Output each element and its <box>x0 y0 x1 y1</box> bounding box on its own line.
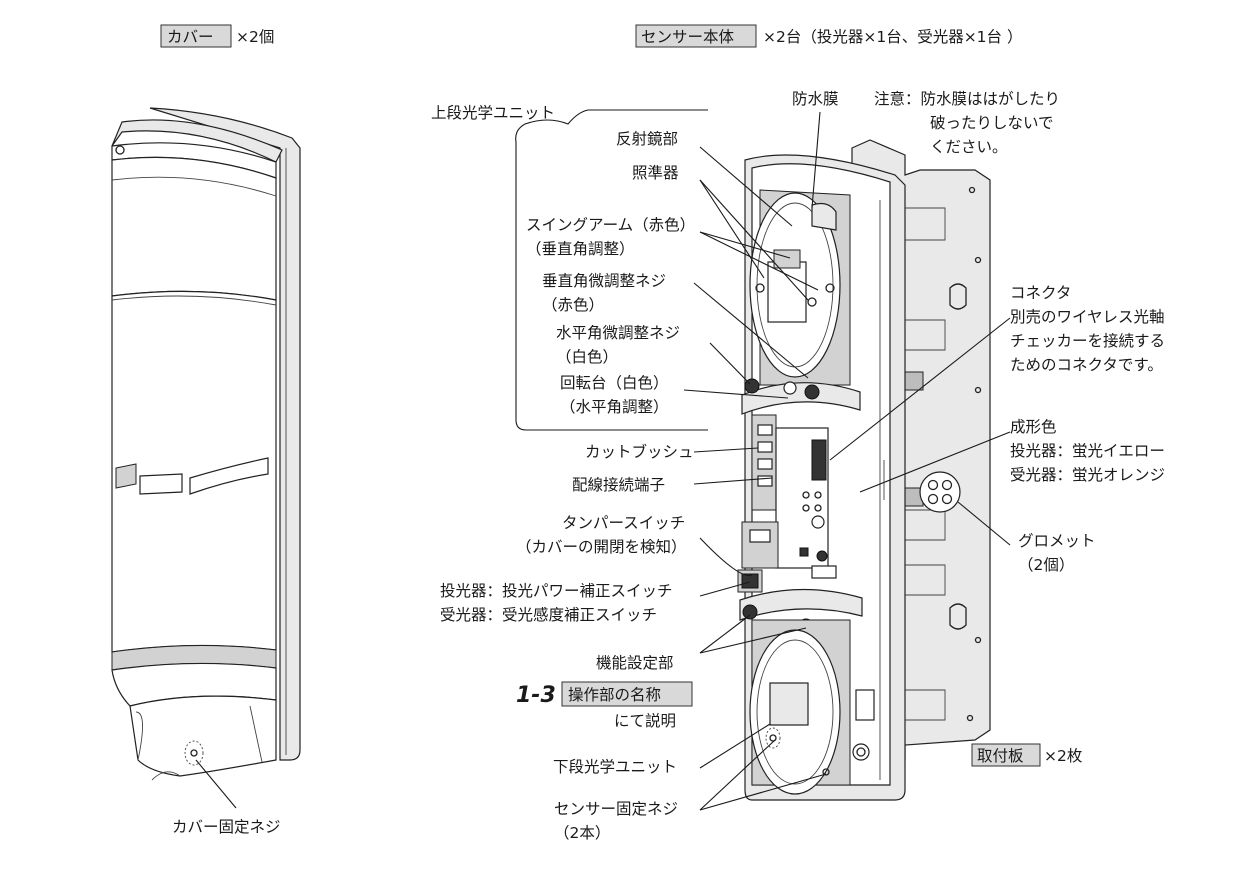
reference-number: 1-3 <box>516 683 556 708</box>
vertical-screw-label: 垂直角微調整ネジ <box>542 272 666 290</box>
plate-label-qty: ×2枚 <box>1044 747 1083 765</box>
vertical-screw-sub-label: （赤色） <box>542 296 604 314</box>
sight-label: 照準器 <box>632 164 679 182</box>
sensor-header-qty: ×2台（投光器×1台、受光器×1台 ） <box>763 28 1022 46</box>
sensor-header: センサー本体 ×2台（投光器×1台、受光器×1台 ） <box>635 24 1022 48</box>
sensitivity-switch-label: 受光器：受光感度補正スイッチ <box>440 606 657 624</box>
horizontal-screw-label: 水平角微調整ネジ <box>556 324 680 342</box>
swing-arm-sub-label: （垂直角調整） <box>526 240 635 258</box>
grommet-label: グロメット <box>1018 532 1096 550</box>
plate-label-boxed: 取付板 <box>977 747 1024 765</box>
reference-explained-label: にて説明 <box>614 712 676 730</box>
fixing-screw-label: センサー固定ネジ <box>554 800 678 818</box>
leader-lines <box>683 111 1011 811</box>
membrane-label: 防水膜 <box>792 90 839 108</box>
terminal-label: 配線接続端子 <box>572 476 665 494</box>
power-switch-label: 投光器：投光パワー補正スイッチ <box>440 582 673 600</box>
cover-header: カバー ×2個 <box>160 24 274 48</box>
sensor-header-label: センサー本体 <box>641 28 735 46</box>
lower-unit-label: 下段光学ユニット <box>553 758 677 776</box>
upper-unit-label: 上段光学ユニット <box>431 104 555 122</box>
reflector-label: 反射鏡部 <box>616 129 678 148</box>
fixing-screw-count-label: （2本） <box>554 824 610 842</box>
membrane-note-line2: 破ったりしないで <box>930 114 1054 132</box>
turntable-sub-label: （水平角調整） <box>560 398 669 416</box>
receiver-color-label: 受光器：蛍光オレンジ <box>1010 466 1165 484</box>
cut-bush-label: カットブッシュ <box>585 442 694 461</box>
cover-header-qty: ×2個 <box>236 28 274 46</box>
function-setting-label: 機能設定部 <box>596 654 674 672</box>
sensor-body <box>737 154 906 801</box>
transmitter-color-label: 投光器：蛍光イエロー <box>1010 442 1165 460</box>
cover-header-label: カバー <box>167 28 214 46</box>
connector-desc-line3: ためのコネクタです。 <box>1010 356 1163 374</box>
connector-desc-line2: チェッカーを接続する <box>1010 332 1165 350</box>
turntable-label: 回転台（白色） <box>560 374 669 392</box>
horizontal-screw-sub-label: （白色） <box>556 348 618 366</box>
reference-section-label: 操作部の名称 <box>568 686 661 704</box>
molded-color-label: 成形色 <box>1010 418 1057 436</box>
cover-screw-label: カバー固定ネジ <box>172 818 281 836</box>
swing-arm-label: スイングアーム（赤色） <box>526 216 695 234</box>
cover-illustration <box>111 107 301 809</box>
connector-desc-line1: 別売のワイヤレス光軸 <box>1010 308 1165 326</box>
grommet-count-label: （2個） <box>1018 556 1074 574</box>
connector-label: コネクタ <box>1010 284 1071 302</box>
membrane-note-line3: ください。 <box>930 138 1008 156</box>
upper-unit-bubble <box>515 109 708 431</box>
plate-label: 取付板 ×2枚 <box>971 743 1083 767</box>
membrane-note-line1: 注意：防水膜ははがしたり <box>874 89 1060 108</box>
tamper-switch-sub-label: （カバーの開閉を検知） <box>516 538 687 556</box>
tamper-switch-label: タンパースイッチ <box>562 514 685 532</box>
